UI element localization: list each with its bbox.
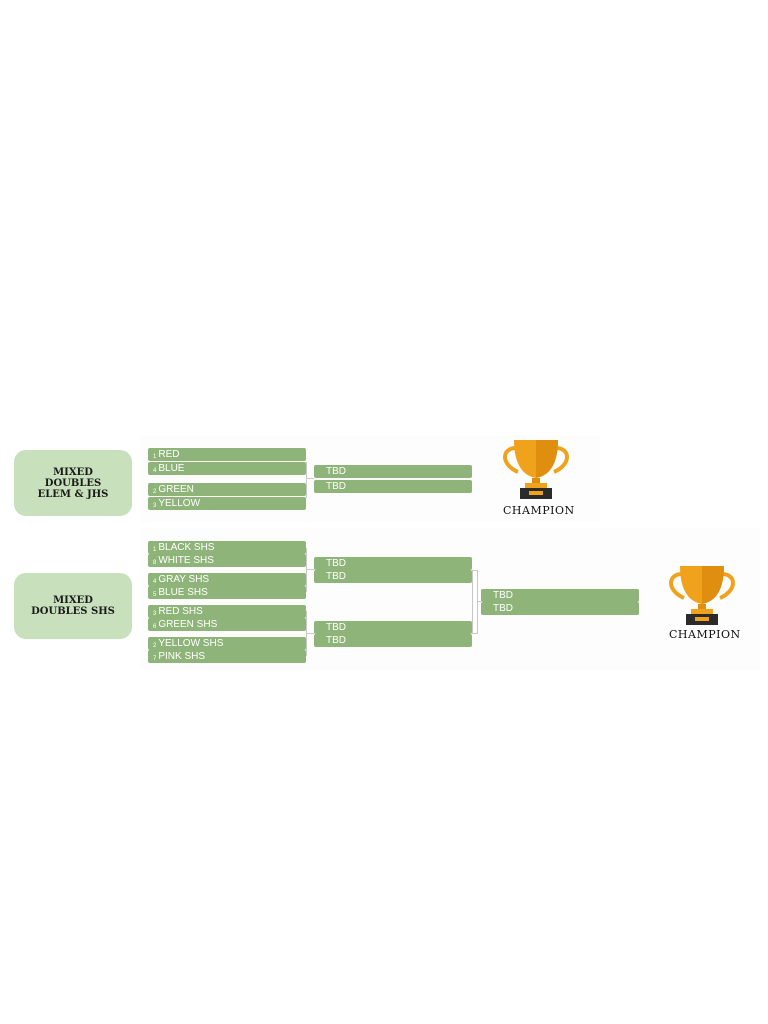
bracket-label-shs: MIXED DOUBLES SHS — [14, 573, 132, 639]
slot-shs-r2-3[interactable]: TBD — [314, 621, 472, 634]
slot-shs-r3-2[interactable]: TBD — [481, 602, 639, 615]
connector-shs-r2-bar — [477, 570, 478, 634]
connector-elem-r1 — [306, 462, 307, 498]
connector-shs-r2-stub-left — [472, 570, 478, 571]
connector-shs-r2-stub-left-b — [472, 633, 478, 634]
connector-shs-r1-a — [306, 548, 307, 592]
champion-label-elem-jhs: CHAMPION — [503, 504, 575, 517]
connector-shs-r1-a-stub — [306, 569, 314, 570]
slot-elem-r2-2[interactable]: TBD — [314, 480, 472, 493]
slot-elem-r2-1[interactable]: TBD — [314, 465, 472, 478]
slot-shs-r2-1[interactable]: TBD — [314, 557, 472, 570]
trophy-icon — [669, 566, 735, 625]
trophy-icon — [503, 440, 569, 499]
bracket-label-elem-jhs: MIXED DOUBLES ELEM & JHS — [14, 450, 132, 516]
connector-shs-r2 — [472, 570, 473, 634]
slot-shs-r2-4[interactable]: TBD — [314, 634, 472, 647]
connector-elem-r1-stub — [306, 478, 314, 479]
connector-shs-r2-stub — [477, 601, 481, 602]
connector-shs-r1-b-stub — [306, 633, 314, 634]
slot-shs-r3-1[interactable]: TBD — [481, 589, 639, 602]
slot-shs-r2-2[interactable]: TBD — [314, 570, 472, 583]
champion-label-shs: CHAMPION — [669, 628, 741, 641]
